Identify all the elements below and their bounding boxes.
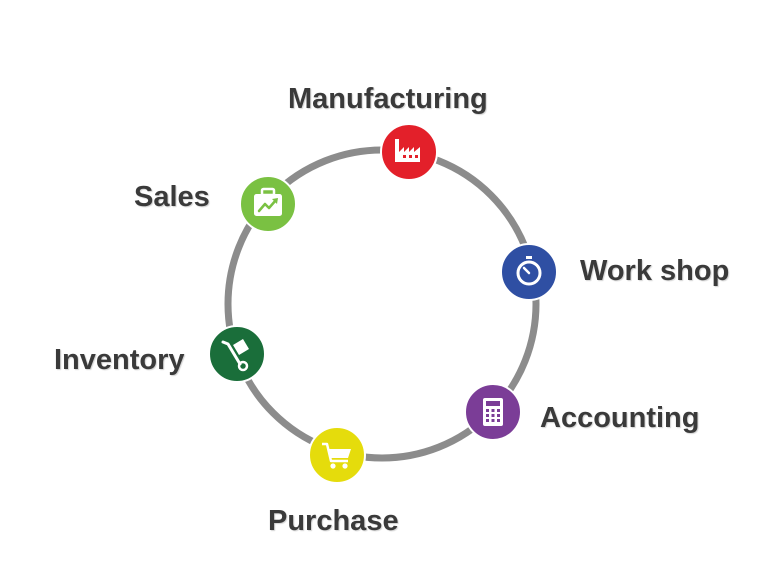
factory-icon — [395, 139, 420, 162]
stopwatch-icon — [516, 256, 542, 286]
node-manufacturing — [380, 123, 438, 181]
label-workshop: Work shop — [580, 255, 730, 287]
label-manufacturing: Manufacturing — [288, 83, 488, 115]
node-purchase — [308, 426, 366, 484]
briefcase-chart-icon — [254, 187, 282, 216]
hand-truck-icon — [221, 339, 249, 372]
shopping-cart-icon — [322, 442, 351, 469]
node-inventory-circle — [208, 325, 266, 383]
label-accounting: Accounting — [540, 402, 700, 434]
label-inventory: Inventory — [54, 344, 185, 376]
label-purchase: Purchase — [268, 505, 399, 537]
node-workshop — [500, 243, 558, 301]
node-accounting — [464, 383, 522, 441]
label-sales: Sales — [134, 181, 210, 213]
calculator-icon — [483, 398, 503, 426]
node-sales — [239, 175, 297, 233]
node-inventory — [208, 325, 266, 383]
